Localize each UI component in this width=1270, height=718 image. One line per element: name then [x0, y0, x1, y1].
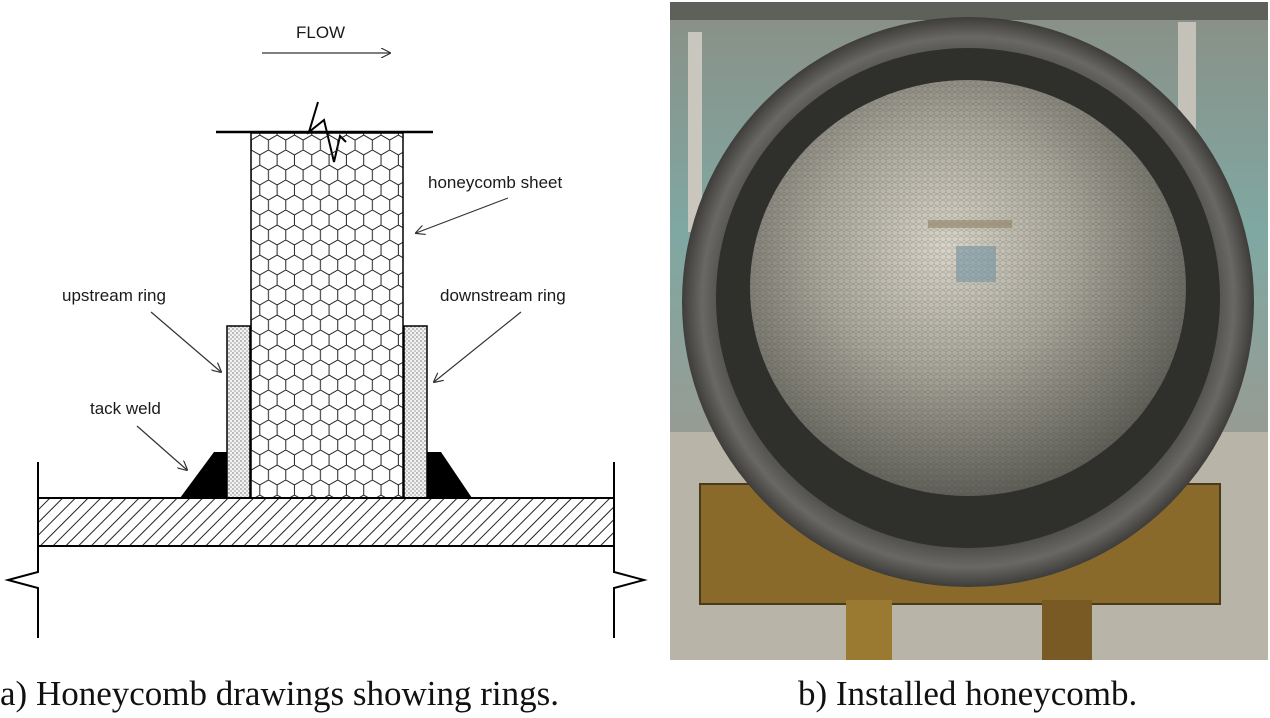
column-left [688, 32, 702, 232]
reflection-block [956, 246, 996, 282]
tack-weld-right [427, 452, 472, 498]
downstream-ring [403, 325, 428, 499]
tack-weld-label: tack weld [90, 399, 161, 418]
installed-honeycomb-photo [670, 2, 1268, 660]
downstream-ring-label: downstream ring [440, 286, 566, 305]
stand-leg-right [1042, 600, 1092, 660]
caption-b: b) Installed honeycomb. [798, 674, 1138, 713]
right-wall [613, 462, 648, 638]
downstream-ring-leader [434, 311, 522, 382]
honeycomb-sheet-label: honeycomb sheet [428, 173, 562, 192]
upstream-ring [226, 325, 251, 499]
honeycomb-mesh-texture [750, 80, 1186, 496]
stand-leg-left [846, 600, 892, 660]
left-wall [4, 462, 39, 638]
upstream-ring-label: upstream ring [62, 286, 166, 305]
tack-weld-leader [136, 425, 187, 470]
honeycomb-sheet [250, 132, 404, 499]
honeycomb-sheet-leader [416, 197, 509, 233]
upstream-ring-leader [150, 311, 221, 372]
tack-weld-left [180, 452, 227, 498]
honeycomb-schematic: FLOW honeycomb sheet upstream ring downs… [4, 23, 648, 638]
flow-label: FLOW [296, 23, 345, 42]
roof-beam [670, 2, 1268, 20]
caption-a: a) Honeycomb drawings showing rings. [0, 674, 559, 713]
base-plate [37, 497, 615, 547]
reflection-bracket [928, 220, 1012, 228]
